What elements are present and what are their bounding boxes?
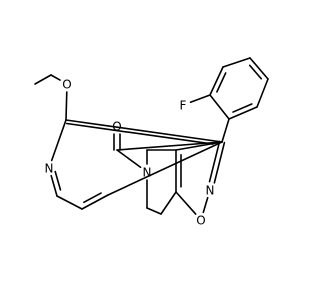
phenyl-bond <box>222 57 251 68</box>
isoxazole-bond <box>175 191 197 215</box>
pyridine-nitrogen-label: N <box>45 162 54 176</box>
pyridine-inner-bond <box>83 192 102 204</box>
aryl-link-bond <box>221 118 230 143</box>
isoxazole-nitrogen-label: N <box>206 184 215 198</box>
ring-bond <box>160 191 177 215</box>
fluorine-bond <box>189 94 211 104</box>
molecule-structure: O N O N N O F <box>34 57 269 228</box>
ring-bond <box>146 207 162 215</box>
isoxazole-bond <box>202 196 209 214</box>
carbonyl-link-bond <box>116 141 223 151</box>
ether-oxygen-label: O <box>62 78 71 92</box>
isoxazole-double-bond <box>213 141 226 184</box>
bond-layer <box>34 57 269 215</box>
pyridine-inner-bond <box>54 170 62 191</box>
phenyl-inner-bond <box>232 103 253 113</box>
pyridine-bond <box>65 119 223 143</box>
phenyl-bond <box>256 78 269 108</box>
amide-bond <box>116 149 142 169</box>
phenyl-bond <box>228 106 258 120</box>
pyridine-inner-bond <box>66 122 214 145</box>
atom-label-layer: O N O N N O F <box>45 78 215 228</box>
phenyl-inner-bond <box>216 72 227 93</box>
isoxazole-bond <box>175 141 223 151</box>
ethyl-bond <box>50 74 61 81</box>
ethyl-bond <box>34 74 52 85</box>
ring-nitrogen-label: N <box>143 166 152 180</box>
phenyl-bond <box>209 94 230 120</box>
phenyl-inner-bond <box>248 64 263 80</box>
ether-bond <box>65 91 68 121</box>
phenyl-bond <box>209 66 224 96</box>
isoxazole-double-bond <box>208 140 221 183</box>
molecule-svg: O N O N N O F <box>34 57 269 228</box>
pyridine-bond <box>107 141 223 196</box>
fluorine-label: F <box>180 99 187 113</box>
pyridine-bond <box>50 119 67 162</box>
pyridine-bond <box>81 194 109 210</box>
isoxazole-oxygen-label: O <box>196 214 205 228</box>
pyridine-bond <box>56 195 83 210</box>
pyridine-bond <box>50 174 58 197</box>
carbonyl-oxygen-label: O <box>112 120 121 134</box>
phenyl-bond <box>249 57 269 80</box>
